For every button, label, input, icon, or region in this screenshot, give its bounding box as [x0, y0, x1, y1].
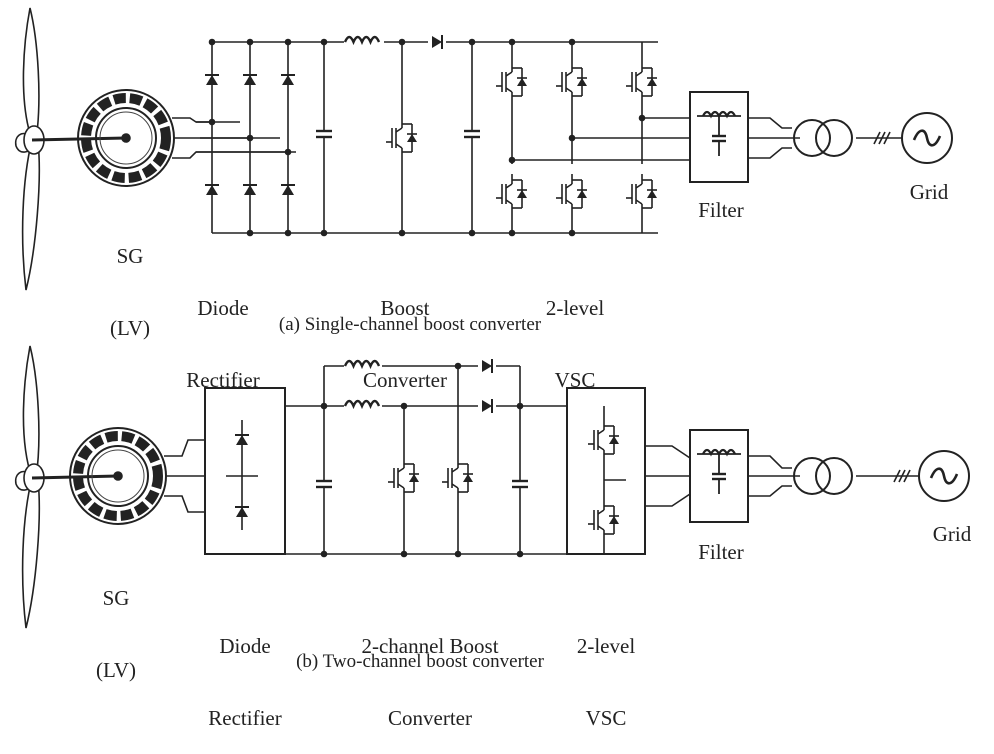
- boost-label-bottom-line2: Converter: [388, 706, 472, 730]
- vsc-label-bottom-line1: 2-level: [576, 634, 636, 658]
- rectifier-label-bottom-line1: Diode: [219, 634, 271, 658]
- vsc-label-top-line1: 2-level: [545, 296, 605, 320]
- boost-label-top-line2: Converter: [363, 368, 447, 392]
- converter-topology-diagram: [14, 7, 971, 629]
- rectifier-label-bottom-line2: Rectifier: [208, 706, 282, 730]
- caption-a: (a) Single-channel boost converter: [278, 314, 542, 335]
- sg-label-bottom-line2: (LV): [95, 658, 137, 682]
- filter-label-top: Filter: [698, 198, 744, 222]
- grid-label-top: Grid: [909, 180, 949, 204]
- diagram-b: [14, 345, 920, 629]
- vsc-label-bottom-line2: VSC: [585, 706, 627, 730]
- vsc-label-top: 2-level VSC: [525, 248, 625, 416]
- vsc-label-top-line2: VSC: [554, 368, 596, 392]
- diagram-canvas: SG (LV) Diode Rectifier Boost Converter …: [14, 7, 972, 730]
- grid-label-bottom: Grid: [932, 522, 972, 546]
- boost-label-top: Boost Converter: [345, 248, 465, 416]
- sg-label-top-line1: SG: [116, 244, 144, 268]
- sg-label-bottom: SG (LV): [86, 538, 146, 706]
- diagram-a: [14, 7, 902, 291]
- rectifier-label-top-line1: Diode: [197, 296, 249, 320]
- boost-label-top-line1: Boost: [380, 296, 430, 320]
- sg-label-top-line2: (LV): [109, 316, 151, 340]
- rectifier-label-top-line2: Rectifier: [186, 368, 260, 392]
- rectifier-label-top: Diode Rectifier: [168, 248, 278, 416]
- sg-label-bottom-line1: SG: [102, 586, 130, 610]
- sg-label-top: SG (LV): [100, 196, 160, 364]
- filter-label-bottom: Filter: [698, 540, 744, 564]
- caption-b: (b) Two-channel boost converter: [296, 651, 544, 672]
- boost-label-bottom-line1: 2-channel Boost: [361, 634, 499, 658]
